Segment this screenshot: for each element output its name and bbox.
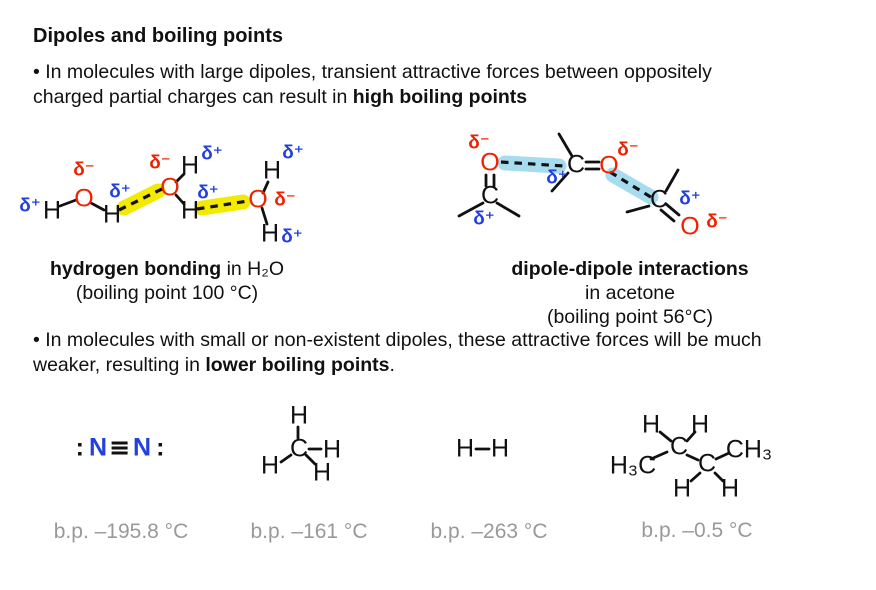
delta-minus-label: δ⁻ [706, 211, 728, 233]
lone-pair-dots: : [75, 433, 84, 462]
bullet-large-dipoles: • In molecules with large dipoles, trans… [33, 61, 712, 108]
butane-h3c-group: H₃C [609, 451, 657, 480]
delta-plus-label: δ⁺ [679, 188, 701, 210]
butane-h-atom: H [720, 474, 740, 503]
butane-h-atom: H [690, 410, 710, 439]
butane-h-atom: H [672, 474, 692, 503]
butane-bonds [649, 430, 731, 483]
water-h-atom: H [180, 196, 200, 225]
delta-plus-label: δ⁺ [546, 167, 568, 189]
bp-label-butane: b.p. –0.5 °C [641, 519, 753, 542]
methane-c-atom: C [289, 434, 309, 463]
delta-minus-label: δ⁻ [617, 139, 639, 161]
delta-plus-label: δ⁺ [197, 182, 219, 204]
water-covalent-bonds [58, 172, 270, 226]
butane-c-atom: C [697, 449, 717, 478]
butane-h-atom: H [641, 410, 661, 439]
acetone-c-atom: C [649, 185, 669, 214]
butane-ch3-group: CH₃ [725, 435, 773, 464]
lone-pair-dots: : [156, 433, 165, 462]
page-title: Dipoles and boiling points [33, 25, 283, 47]
h2-h-atom: H [455, 434, 475, 463]
acetone-o-atom: O [680, 212, 700, 241]
n2-molecule: : N N : [76, 434, 165, 463]
water-h-atom: H [180, 151, 200, 180]
water-h-atom: H [262, 156, 282, 185]
methane-h-atom: H [322, 435, 342, 464]
delta-plus-label: δ⁺ [282, 142, 304, 164]
delta-minus-label: δ⁻ [274, 189, 296, 211]
delta-plus-label: δ⁺ [281, 226, 303, 248]
water-h-atom: H [42, 196, 62, 225]
water-h-atom: H [260, 219, 280, 248]
water-caption: hydrogen bonding in H₂O (boiling point 1… [50, 258, 284, 304]
water-boiling-point: (boiling point 100 °C) [75, 282, 259, 304]
dashed-intermolecular-bonds [118, 160, 655, 212]
methane-h-atom: H [289, 401, 309, 430]
water-o-atom: O [160, 173, 180, 202]
n-atom: N [133, 433, 152, 462]
lower-boiling-points-bold: lower boiling points [205, 354, 390, 376]
water-o-atom: O [248, 185, 268, 214]
acetone-boiling-point: (boiling point 56°C) [546, 306, 714, 328]
hydrogen-bond-highlights [116, 183, 251, 216]
methane-h-atom: H [260, 451, 280, 480]
acetone-bonds [457, 132, 681, 223]
acetone-o-atom: O [599, 151, 619, 180]
acetone-c-atom: C [566, 150, 586, 179]
bp-label-methane: b.p. –161 °C [250, 520, 368, 543]
high-boiling-points-bold: high boiling points [352, 86, 528, 108]
delta-plus-label: δ⁺ [201, 143, 223, 165]
delta-minus-label: δ⁻ [149, 152, 171, 174]
methane-h-atom: H [312, 458, 332, 487]
bp-label-hydrogen: b.p. –263 °C [430, 520, 548, 543]
delta-plus-label: δ⁺ [109, 181, 131, 203]
delta-plus-label: δ⁺ [473, 208, 495, 230]
bullet-small-dipoles: • In molecules with small or non-existen… [33, 329, 762, 376]
acetone-o-atom: O [480, 148, 500, 177]
h2-h-atom: H [490, 434, 510, 463]
delta-plus-label: δ⁺ [19, 195, 41, 217]
triple-bond-icon [112, 441, 128, 455]
delta-minus-label: δ⁻ [73, 159, 95, 181]
bp-label-nitrogen: b.p. –195.8 °C [53, 520, 189, 543]
n-atom: N [88, 433, 107, 462]
methane-bonds [279, 425, 323, 466]
butane-c-atom: C [669, 432, 689, 461]
acetone-caption: dipole-dipole interactions in acetone (b… [507, 257, 753, 329]
water-h-atom: H [102, 200, 122, 229]
acetone-c-atom: C [480, 181, 500, 210]
water-o-atom: O [74, 184, 94, 213]
delta-minus-label: δ⁻ [468, 132, 490, 154]
